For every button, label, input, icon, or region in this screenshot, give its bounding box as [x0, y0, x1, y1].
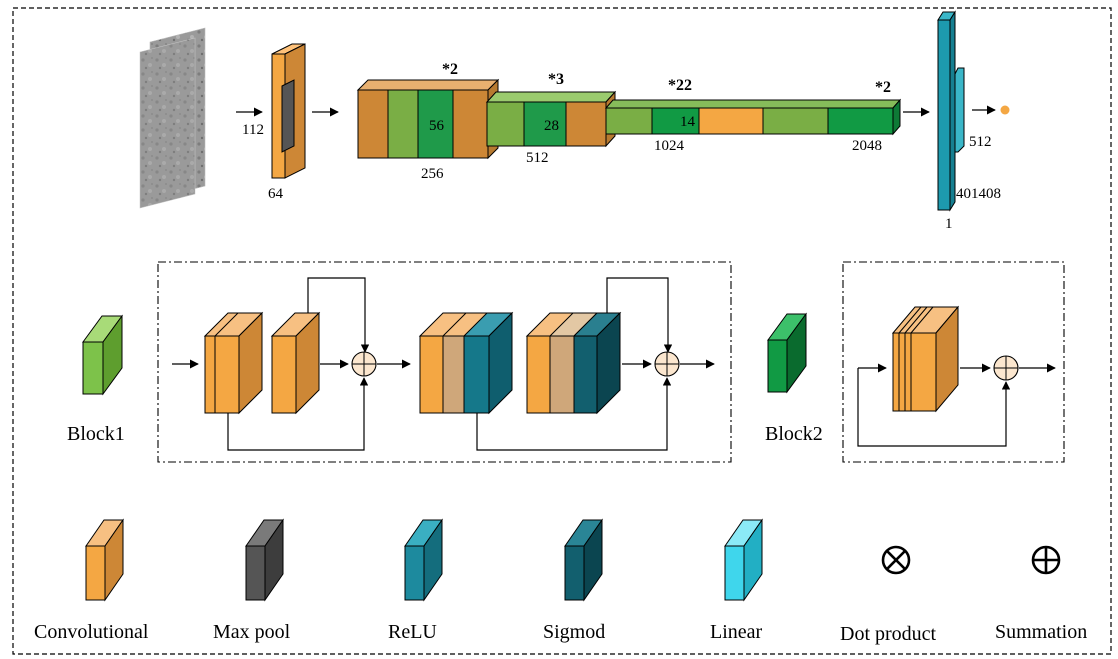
legend-linear-label: Linear: [710, 621, 763, 643]
dot-product-icon: [881, 545, 911, 575]
block2-icon: [767, 312, 807, 394]
conv1-block: [271, 43, 306, 179]
legend-summation-label: Summation: [995, 621, 1087, 643]
conv1-size-label: 64: [268, 186, 284, 202]
legend-maxpool-label: Max pool: [213, 621, 291, 643]
block2-detail: [857, 305, 1056, 447]
stage4-multiplier: *2: [875, 79, 891, 96]
output-node: [1000, 105, 1010, 115]
legend-convolutional-icon: [85, 518, 124, 602]
stage1-channels: 256: [421, 166, 444, 182]
legend-linear-icon: [724, 518, 763, 602]
legend-relu-icon: [404, 518, 443, 602]
stage4-channels: 2048: [852, 138, 882, 154]
legend-convolutional-label: Convolutional: [34, 621, 149, 643]
stage1-blocks: [356, 78, 500, 160]
fc-small-size: 512: [969, 134, 992, 150]
stage2-multiplier: *3: [548, 71, 564, 88]
stage2-inner-size: 28: [544, 118, 559, 134]
stage1-multiplier: *2: [442, 61, 458, 78]
input-image-stack: [139, 27, 206, 209]
stage3-inner-size: 14: [680, 114, 696, 130]
legend-sigmoid-label: Sigmod: [543, 621, 605, 643]
fc-layers: [937, 10, 965, 212]
summation-icon: [1031, 545, 1061, 575]
stage1-inner-size: 56: [429, 118, 445, 134]
stage2-channels: 512: [526, 150, 549, 166]
block2-detail-frame: [842, 261, 1065, 463]
block1-detail: [172, 277, 715, 451]
outer-frame: [12, 7, 1112, 655]
legend-maxpool-icon: [245, 518, 284, 602]
legend-relu-label: ReLU: [388, 621, 437, 643]
fc-big-size: 401408: [956, 186, 1001, 202]
input-size-label: 112: [242, 122, 264, 138]
block1-icon: [82, 314, 123, 396]
stage3-channels: 1024: [654, 138, 685, 154]
fc-one-label: 1: [945, 216, 953, 232]
legend-dot-product-label: Dot product: [840, 623, 937, 645]
stage3-stage4-blocks: [604, 98, 902, 136]
legend-sigmoid-icon: [564, 518, 603, 602]
stage3-multiplier: *22: [668, 77, 692, 94]
block2-label: Block2: [765, 423, 823, 445]
block1-label: Block1: [67, 423, 125, 445]
block1-detail-frame: [157, 261, 732, 463]
